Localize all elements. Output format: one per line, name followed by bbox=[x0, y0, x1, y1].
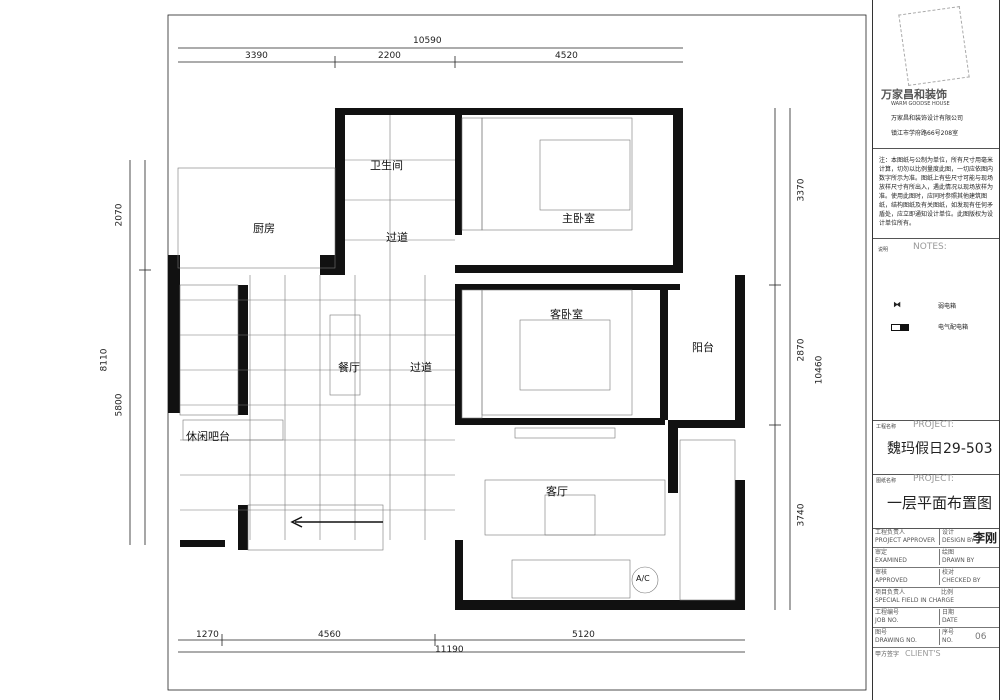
row-cn: 审核 bbox=[875, 569, 888, 576]
row-en: DRAWING NO. bbox=[875, 637, 917, 644]
legend-weak-box-icon: ⧓ bbox=[893, 300, 901, 309]
company-address: 镇江市学府路66号208室 bbox=[891, 130, 959, 137]
legend-distribution-box-icon bbox=[891, 324, 909, 331]
walls bbox=[168, 108, 745, 610]
dim-bottom-3: 5120 bbox=[572, 630, 595, 640]
project-cn: 工程名称 bbox=[876, 424, 897, 430]
room-corridor-1: 过道 bbox=[386, 231, 408, 244]
dim-bottom-1: 1270 bbox=[196, 630, 219, 640]
dim-left-1: 2070 bbox=[114, 203, 125, 227]
room-living: 客厅 bbox=[546, 485, 568, 498]
row-cn: 设计 bbox=[942, 529, 955, 536]
dim-left-3: 5800 bbox=[114, 393, 125, 417]
row-en: APPROVED bbox=[875, 577, 908, 584]
row-cn: 工程编号 bbox=[875, 609, 900, 616]
drawing-cn: 图纸名称 bbox=[876, 478, 897, 484]
designer-signature: 李刚 bbox=[973, 531, 998, 545]
dim-left-2: 8110 bbox=[99, 348, 110, 372]
notes-label: NOTES: bbox=[913, 242, 947, 252]
row-en: JOB NO. bbox=[875, 617, 899, 624]
logo-sub: WARM GOODSE HOUSE bbox=[891, 101, 950, 107]
legend-distribution-box-label: 电气配电箱 bbox=[938, 324, 969, 331]
row-en: EXAMINED bbox=[875, 557, 907, 564]
dim-top-3: 4520 bbox=[555, 51, 578, 61]
dim-top-total: 10590 bbox=[413, 36, 442, 46]
dim-bottom-total: 11190 bbox=[435, 645, 464, 655]
sheet-number: 06 bbox=[975, 632, 987, 642]
drawing-label: PROJECT: bbox=[913, 474, 954, 484]
notes-text: 注：本图纸与公制为单位，所有尺寸用毫米计算，切勿以比例量度此图，一切应依图内数字… bbox=[879, 157, 994, 227]
room-master-bedroom: 主卧室 bbox=[562, 212, 595, 225]
room-kitchen: 厨房 bbox=[253, 222, 275, 235]
room-corridor-2: 过道 bbox=[410, 361, 432, 374]
row-en: CHECKED BY bbox=[942, 577, 981, 584]
row-cn: 序号 bbox=[942, 629, 955, 636]
title-block: 万家昌和装饰 WARM GOODSE HOUSE 万家昌和装饰设计有限公司 镇江… bbox=[872, 0, 1000, 700]
row-cn: 日期 bbox=[942, 609, 955, 616]
dim-right-1: 3370 bbox=[796, 178, 807, 202]
row-en: SPECIAL FIELD IN CHARGE bbox=[875, 597, 954, 604]
row-cn: 图号 bbox=[875, 629, 888, 636]
client-cn: 甲方签字 bbox=[875, 651, 900, 658]
drawing-frame bbox=[167, 14, 867, 691]
row-cn: 校对 bbox=[942, 569, 955, 576]
notes-cn: 说明 bbox=[878, 247, 889, 253]
floor-grid bbox=[177, 115, 736, 601]
row-en: NO. bbox=[942, 637, 953, 644]
row-cn: 项目负责人 bbox=[875, 589, 906, 596]
row-cn: 比例 bbox=[941, 589, 954, 596]
legend-weak-box-label: 弱电箱 bbox=[938, 303, 957, 310]
row-en: DRAWN BY bbox=[942, 557, 975, 564]
dim-top-1: 3390 bbox=[245, 51, 268, 61]
row-cn: 审定 bbox=[875, 549, 888, 556]
dim-right-2: 2870 bbox=[796, 338, 807, 362]
logo-mark bbox=[898, 6, 970, 86]
row-en: PROJECT APPROVER bbox=[875, 537, 936, 544]
room-balcony: 阳台 bbox=[692, 341, 714, 354]
dim-bottom-2: 4560 bbox=[318, 630, 341, 640]
stair-arrow bbox=[290, 516, 383, 528]
row-cn: 工程负责人 bbox=[875, 529, 906, 536]
room-bar: 休闲吧台 bbox=[186, 430, 230, 443]
project-label: PROJECT: bbox=[913, 420, 954, 430]
row-cn: 绘图 bbox=[942, 549, 955, 556]
client-label: CLIENT'S bbox=[905, 649, 941, 658]
room-dining: 餐厅 bbox=[338, 361, 360, 374]
row-en: DESIGN BY bbox=[942, 537, 975, 544]
row-en: DATE bbox=[942, 617, 958, 624]
dim-right-4: 3740 bbox=[796, 503, 807, 527]
dim-top-2: 2200 bbox=[378, 51, 401, 61]
logo-text: 万家昌和装饰 bbox=[881, 88, 947, 101]
drawing-name: 一层平面布置图 bbox=[887, 494, 993, 512]
project-name: 魏玛假日29-503 bbox=[887, 441, 993, 457]
dim-right-3: 10460 bbox=[814, 355, 825, 385]
room-bathroom: 卫生间 bbox=[370, 159, 403, 172]
ac-label: A/C bbox=[636, 574, 650, 583]
company-name: 万家昌和装饰设计有限公司 bbox=[891, 115, 964, 122]
room-guest-bedroom: 客卧室 bbox=[550, 308, 583, 321]
